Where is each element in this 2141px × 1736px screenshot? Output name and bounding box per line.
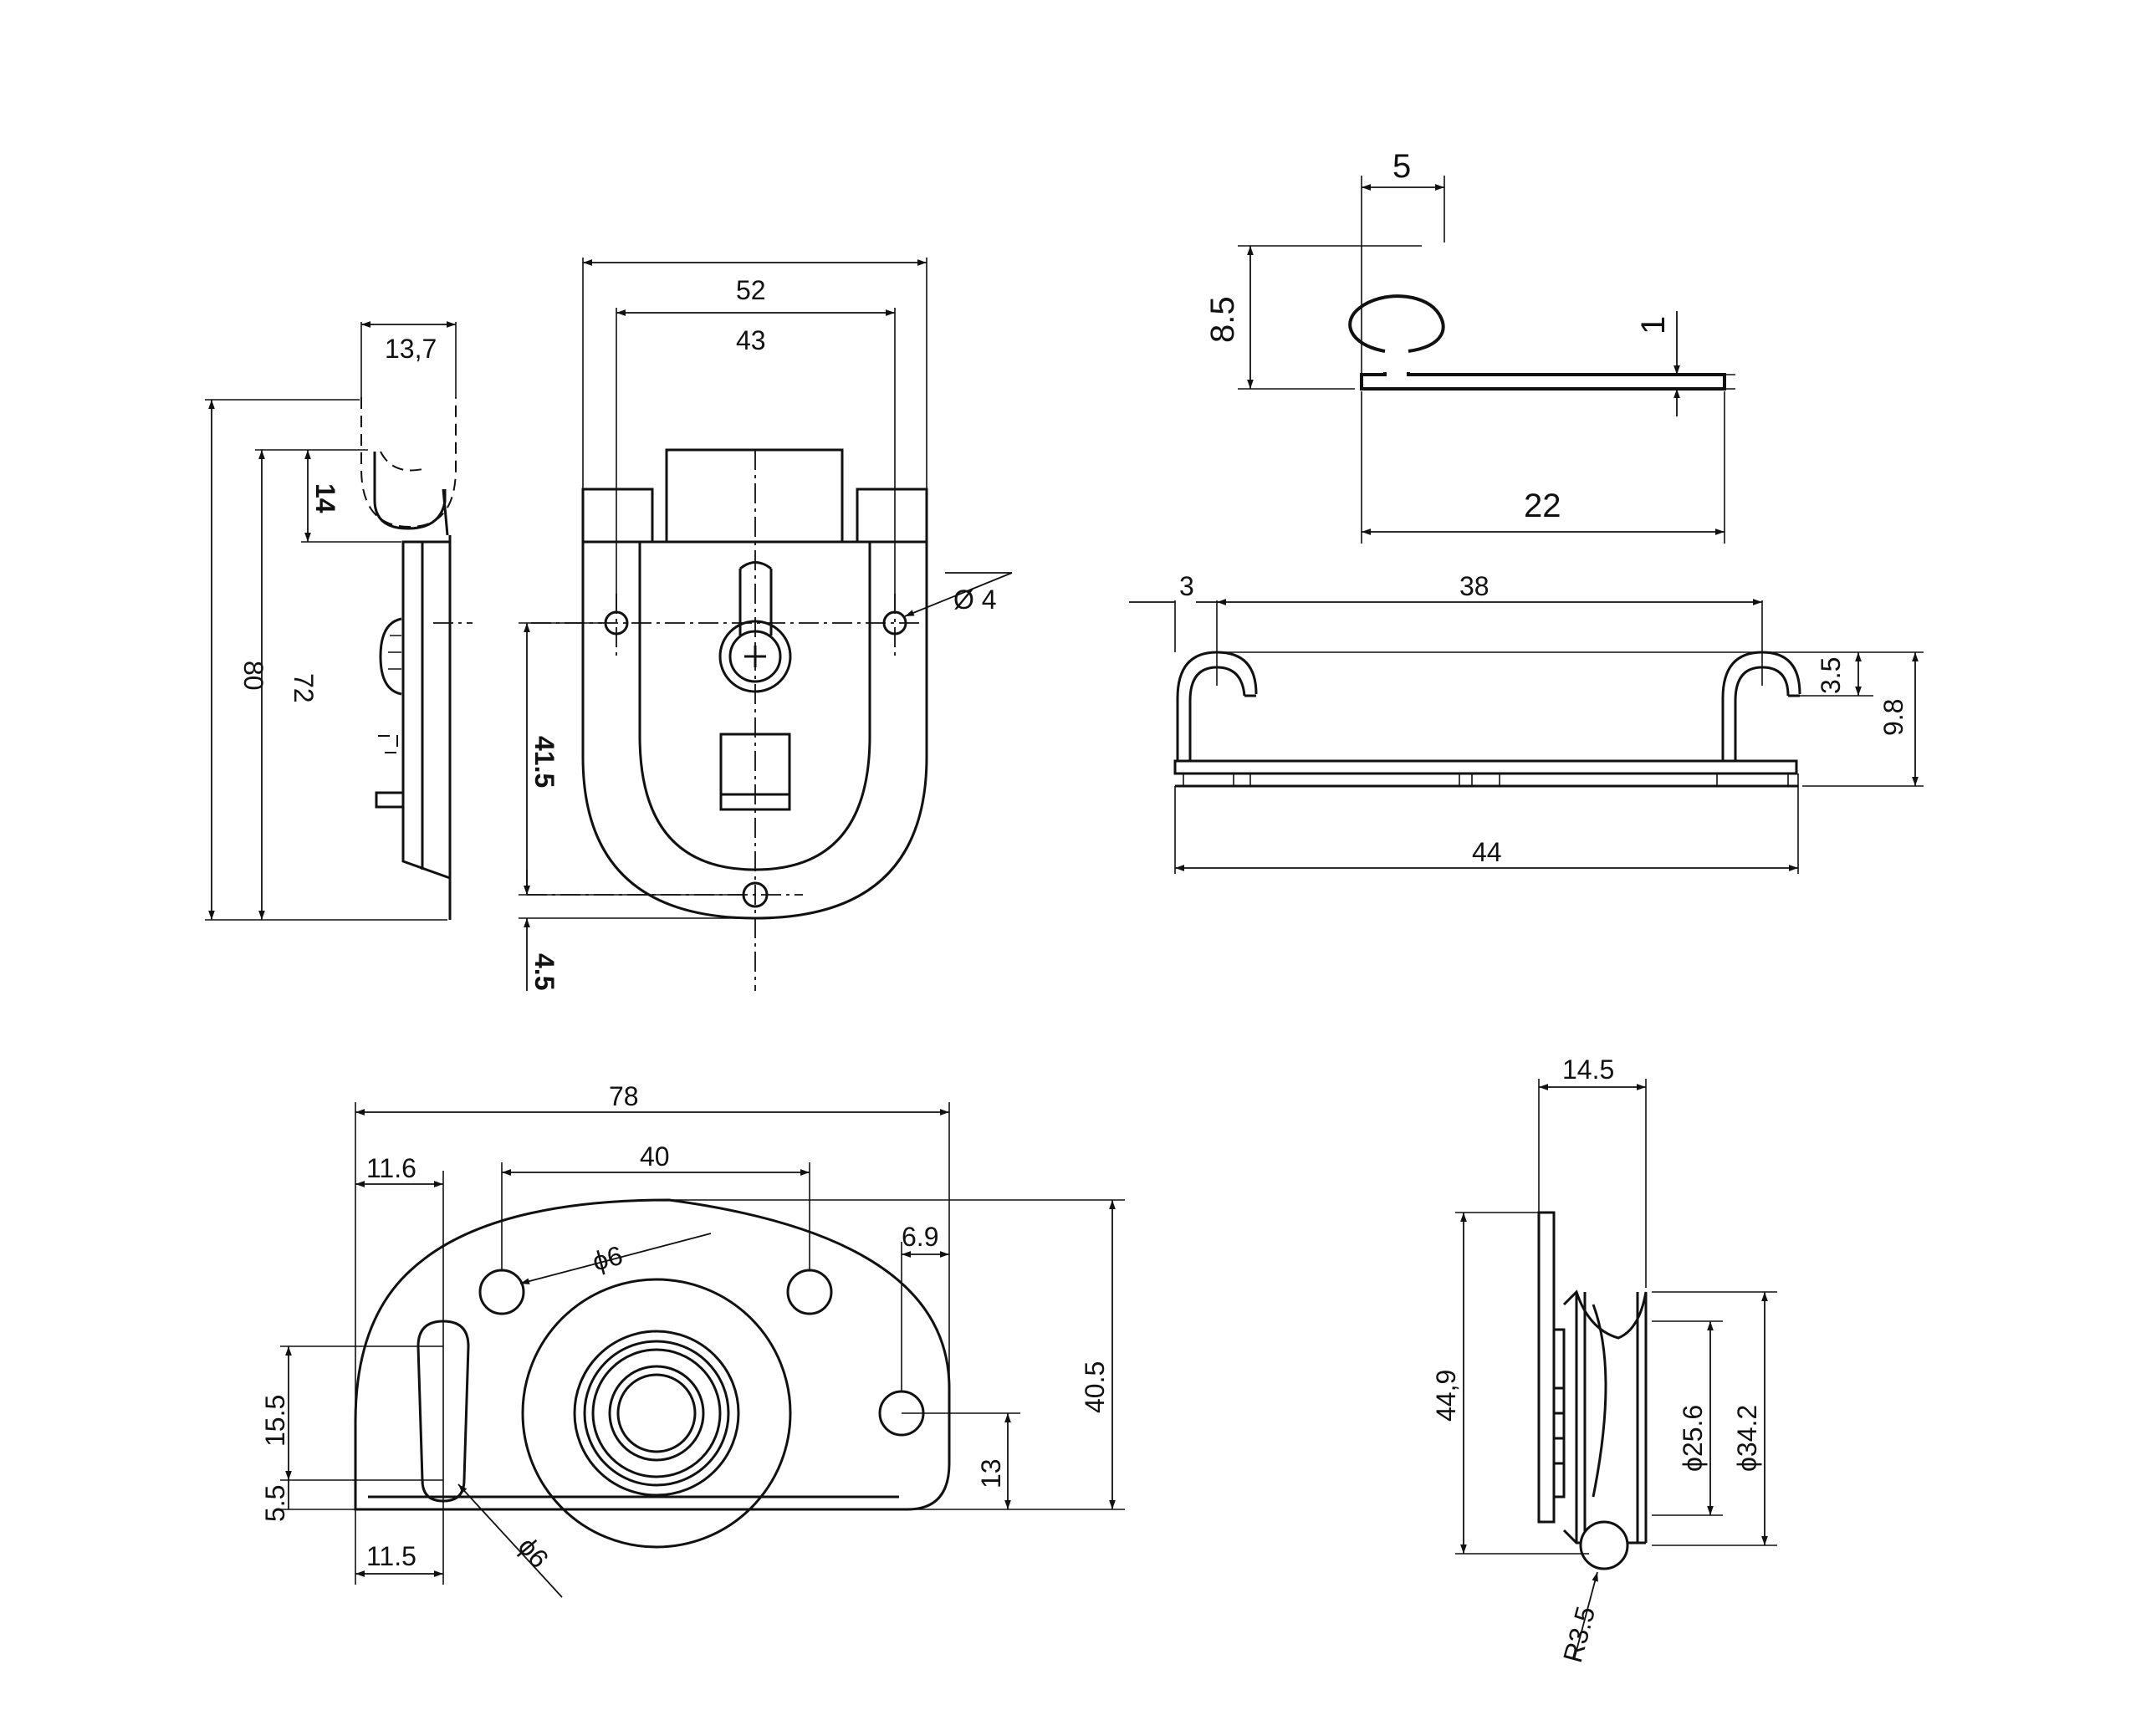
plate-width-label: 78 xyxy=(609,1081,639,1111)
wheel-radius-label: R3.5 xyxy=(1557,1603,1601,1666)
wheel-outer-diameter-label: ϕ34.2 xyxy=(1732,1405,1762,1472)
front-hole-label: Ø 4 xyxy=(953,585,997,615)
plate-hole-height-label: 13 xyxy=(976,1458,1006,1488)
plate-left-offset-bottom-label: 11.5 xyxy=(366,1541,416,1571)
hook-profile: 3 38 3.5 9.8 44 xyxy=(1129,571,1924,874)
plate-slot-label: 15.5 xyxy=(260,1395,290,1447)
wheel-height-label: 44,9 xyxy=(1431,1370,1461,1422)
rail-height-label: 8.5 xyxy=(1204,296,1241,343)
front-height-label: 41.5 xyxy=(529,736,560,788)
hook-span-label: 38 xyxy=(1459,571,1490,601)
rail-profile-head-final xyxy=(1330,293,1464,372)
plate-hole-spacing-label: 40 xyxy=(640,1141,670,1172)
hook-offset-label: 3 xyxy=(1179,571,1194,601)
plate-edge-offset-label: 6.9 xyxy=(902,1222,938,1252)
side-width-label: 13,7 xyxy=(385,334,437,364)
wheel-width-label: 14.5 xyxy=(1562,1054,1614,1085)
wheel-side: 14.5 44,9 ϕ25.6 ϕ34.2 R3.5 xyxy=(1431,1054,1777,1666)
front-inner-width-label: 43 xyxy=(736,325,766,355)
hook-height-label: 3.5 xyxy=(1816,657,1846,694)
side-view: 13,7 80 72 14 xyxy=(205,321,473,921)
rail-dimensions: 5 8.5 1 22 xyxy=(1204,148,1735,544)
plate-hole-bottom-label: ϕ6 xyxy=(513,1531,555,1574)
roller-plate: 78 40 11.6 11.5 ϕ6 ϕ6 6.9 40.5 13 15.5 5… xyxy=(260,1081,1125,1598)
plate-hole-top-label: ϕ6 xyxy=(589,1240,626,1277)
wheel-inner-diameter-label: ϕ25.6 xyxy=(1678,1405,1708,1472)
side-height-inner-label: 72 xyxy=(289,673,319,703)
rail-head-width-label: 5 xyxy=(1392,148,1411,185)
side-hook-label: 14 xyxy=(310,483,340,513)
plate-height-label: 40.5 xyxy=(1080,1361,1110,1413)
side-height-total-label: 80 xyxy=(238,661,268,691)
front-bottom-label: 4.5 xyxy=(529,953,560,990)
hook-length-label: 44 xyxy=(1472,837,1502,867)
front-outer-width-label: 52 xyxy=(736,275,766,305)
plate-left-offset-top-label: 11.6 xyxy=(366,1153,416,1183)
rail-length-label: 22 xyxy=(1524,488,1561,524)
plate-slot-bottom-label: 5.5 xyxy=(260,1485,290,1522)
hook-total-height-label: 9.8 xyxy=(1878,699,1909,736)
front-view: 52 43 Ø 4 41.5 4.5 xyxy=(519,258,1013,991)
rail-thickness-label: 1 xyxy=(1635,316,1672,334)
